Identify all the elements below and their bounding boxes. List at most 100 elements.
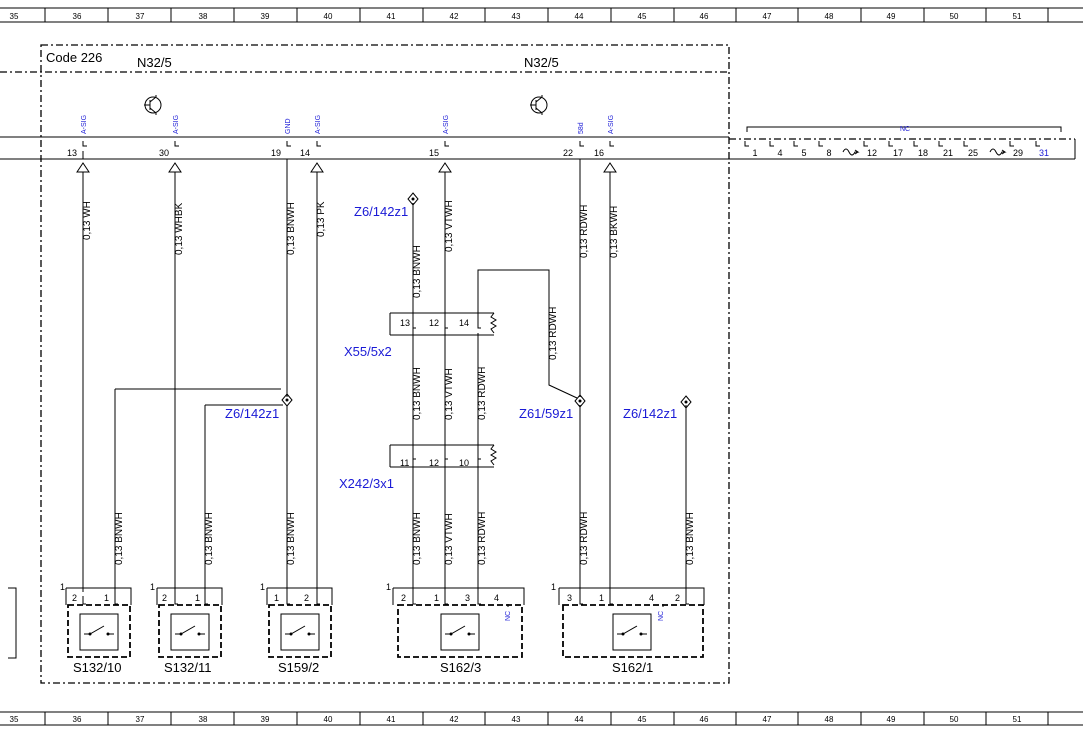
svg-text:Z6/142z1: Z6/142z1	[225, 406, 279, 421]
ruler-num: 36	[73, 12, 82, 21]
splice-marker: Z6/142z1	[354, 192, 419, 219]
svg-text:0,13 BNWH: 0,13 BNWH	[412, 367, 423, 420]
svg-text:2: 2	[304, 593, 309, 603]
nc-pin-group: NC 1 4 5 8 12 17 18 21 25 29 31	[744, 126, 1062, 158]
svg-text:0,13 WHBK: 0,13 WHBK	[174, 202, 185, 255]
svg-text:14: 14	[459, 318, 469, 328]
svg-text:0,13 RDWH: 0,13 RDWH	[579, 512, 590, 565]
svg-text:0,13 VTWH: 0,13 VTWH	[444, 200, 455, 252]
svg-text:NC: NC	[900, 126, 910, 133]
svg-text:1: 1	[274, 593, 279, 603]
ruler-num: 46	[700, 715, 709, 724]
ruler-num: 43	[512, 715, 521, 724]
svg-text:8: 8	[826, 148, 831, 158]
ruler-num: 49	[887, 715, 896, 724]
ruler-num: 42	[450, 715, 459, 724]
svg-text:1: 1	[150, 582, 155, 592]
svg-text:Z6/142z1: Z6/142z1	[623, 406, 677, 421]
ruler-num: 39	[261, 12, 270, 21]
svg-text:3: 3	[465, 593, 470, 603]
svg-text:A-SIG: A-SIG	[443, 115, 450, 134]
wire-labels-bottom: 0,13 BNWH 0,13 BNWH 0,13 BNWH 0,13 BNWH …	[114, 512, 696, 565]
svg-text:GND: GND	[285, 118, 292, 134]
svg-text:0,13 BNWH: 0,13 BNWH	[114, 512, 125, 565]
svg-text:4: 4	[494, 593, 499, 603]
connector-pin: 58d 22	[563, 122, 585, 158]
svg-text:Z6/142z1: Z6/142z1	[354, 204, 408, 219]
connector-pin: A-SIG 15	[429, 115, 450, 158]
ruler-num: 42	[450, 12, 459, 21]
wire-labels-upper: 0,13 WH 0,13 WHBK 0,13 BNWH 0,13 PK 0,13…	[82, 200, 620, 258]
svg-text:1: 1	[599, 593, 604, 603]
svg-text:12: 12	[429, 318, 439, 328]
ruler-num: 48	[825, 12, 834, 21]
switch-contact-icon	[84, 625, 114, 635]
switch-contact-icon	[285, 625, 315, 635]
ruler-num: 48	[825, 715, 834, 724]
svg-text:1: 1	[752, 148, 757, 158]
transistor-icon	[144, 95, 162, 115]
svg-text:1: 1	[434, 593, 439, 603]
svg-text:0,13 BNWH: 0,13 BNWH	[286, 202, 297, 255]
svg-text:Z61/59z1: Z61/59z1	[519, 406, 573, 421]
ruler-num: 45	[638, 12, 647, 21]
switch-s159-2: 1 1 2 S159/2	[260, 582, 333, 675]
svg-text:0,13 WH: 0,13 WH	[82, 201, 93, 240]
ruler-num: 41	[387, 715, 396, 724]
svg-text:2: 2	[401, 593, 406, 603]
ruler-num: 38	[199, 12, 208, 21]
svg-text:13: 13	[400, 318, 410, 328]
svg-text:A-SIG: A-SIG	[81, 115, 88, 134]
ruler-num: 43	[512, 12, 521, 21]
splice-marker: Z6/142z1	[623, 395, 692, 421]
ruler-num: 45	[638, 715, 647, 724]
module-label: N32/5	[137, 55, 172, 70]
top-ruler: 35 36 37 38 39 40 41 42 43 44 45 46 47 4…	[0, 7, 1083, 23]
wire-label: 0,13 BNWH	[412, 245, 423, 298]
connector-pin: A-SIG 16	[594, 115, 615, 158]
svg-text:1: 1	[551, 582, 556, 592]
ruler-num: 50	[950, 715, 959, 724]
svg-text:2: 2	[675, 593, 680, 603]
svg-text:4: 4	[777, 148, 782, 158]
svg-text:0,13 RDWH: 0,13 RDWH	[477, 512, 488, 565]
svg-text:A-SIG: A-SIG	[608, 115, 615, 134]
svg-text:17: 17	[893, 148, 903, 158]
connector-x242-3x1: 11 12 10 X242/3x1	[339, 444, 497, 491]
ruler-num: 36	[73, 715, 82, 724]
switch-contact-icon	[617, 625, 647, 635]
svg-text:12: 12	[867, 148, 877, 158]
ruler-num: 51	[1013, 715, 1022, 724]
ruler-num: 40	[324, 715, 333, 724]
connector-pin: GND 19	[271, 118, 292, 158]
svg-text:1: 1	[195, 593, 200, 603]
svg-text:10: 10	[459, 458, 469, 468]
svg-text:S162/1: S162/1	[612, 660, 653, 675]
svg-text:18: 18	[918, 148, 928, 158]
connector-x55-5x2: 13 12 14 X55/5x2	[344, 312, 497, 359]
svg-text:S159/2: S159/2	[278, 660, 319, 675]
svg-text:1: 1	[260, 582, 265, 592]
svg-text:S132/11: S132/11	[164, 660, 211, 675]
switch-contact-icon	[175, 625, 205, 635]
svg-text:14: 14	[300, 148, 310, 158]
svg-text:1: 1	[60, 582, 65, 592]
wire-label: 0,13 RDWH	[548, 307, 559, 360]
svg-text:X55/5x2: X55/5x2	[344, 344, 392, 359]
svg-text:16: 16	[594, 148, 604, 158]
svg-text:0,13 BNWH: 0,13 BNWH	[685, 512, 696, 565]
svg-text:12: 12	[429, 458, 439, 468]
switch-s162-1: 1 3 1 4 2 NC S162/1	[551, 582, 705, 675]
connector-pin: A-SIG 30	[159, 115, 180, 158]
svg-text:3: 3	[567, 593, 572, 603]
svg-text:58d: 58d	[578, 122, 585, 134]
ruler-num: 39	[261, 715, 270, 724]
box-code-label: Code 226	[46, 50, 102, 65]
ruler-num: 44	[575, 715, 584, 724]
svg-text:5: 5	[801, 148, 806, 158]
svg-text:0,13 BKWH: 0,13 BKWH	[609, 206, 620, 258]
switch-s132-11: 1 2 1 S132/11	[150, 582, 223, 675]
ruler-num: 41	[387, 12, 396, 21]
ruler-num: 37	[136, 12, 145, 21]
ruler-num: 49	[887, 12, 896, 21]
